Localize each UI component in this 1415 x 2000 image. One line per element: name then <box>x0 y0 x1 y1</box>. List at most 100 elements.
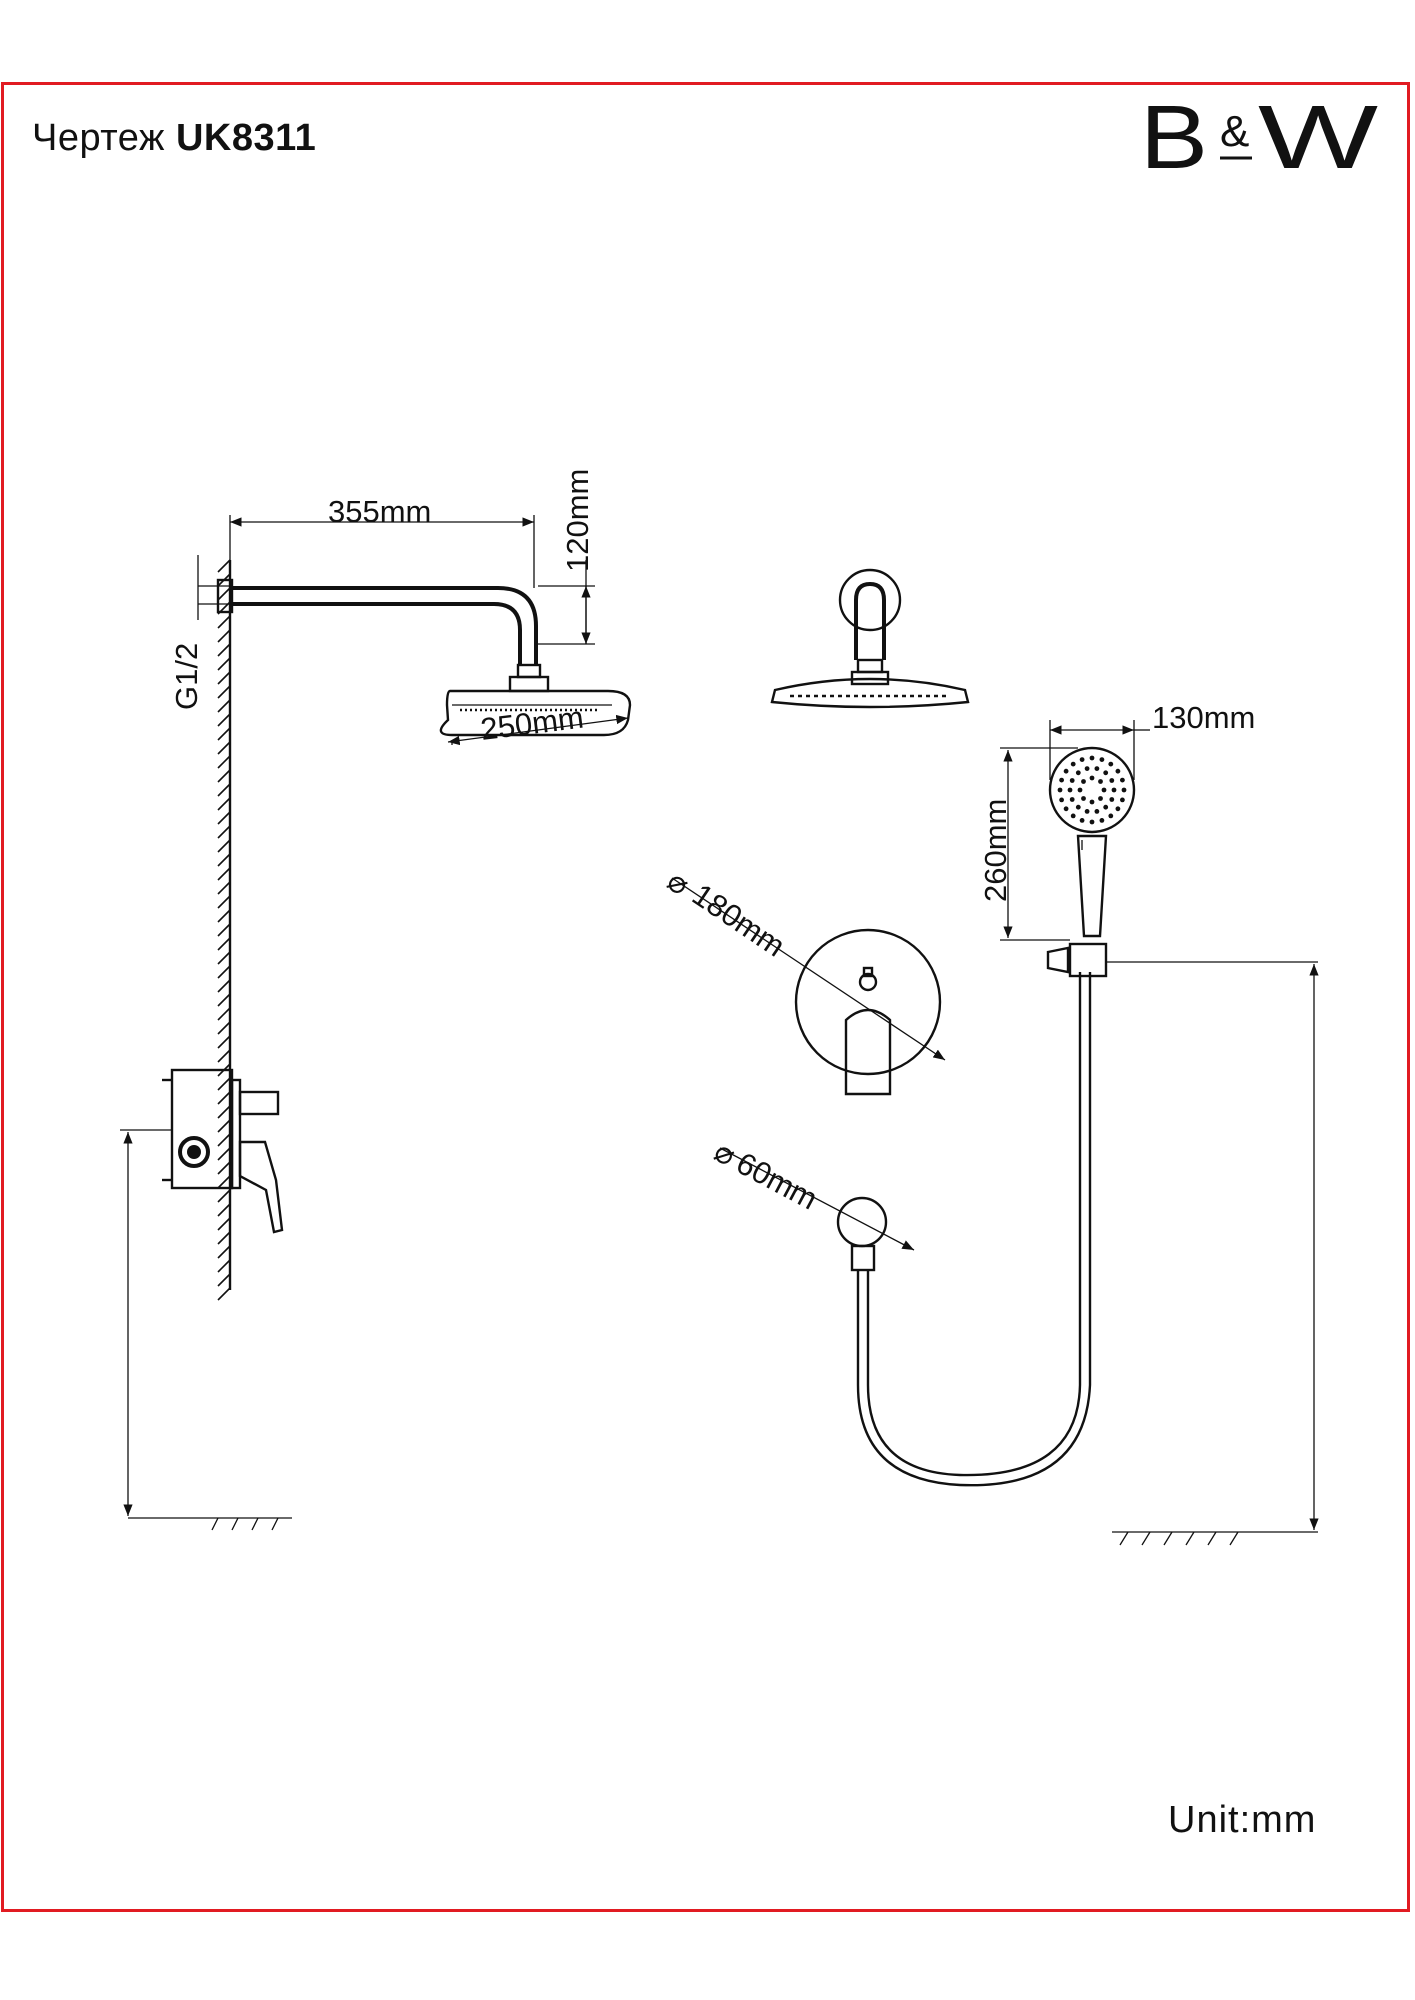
hatch-line <box>217 979 231 993</box>
spray-nozzle <box>1059 777 1064 783</box>
spray-nozzle <box>1063 806 1069 812</box>
hatch-line <box>217 1287 231 1301</box>
hatch-line <box>217 615 231 629</box>
hatch-line <box>217 1119 231 1133</box>
spray-nozzle <box>1075 804 1081 810</box>
hatch-line <box>217 783 231 797</box>
drawing-frame <box>1 82 1410 1912</box>
spray-nozzle <box>1079 818 1085 823</box>
drawing-title: Чертеж UK8311 <box>32 117 316 160</box>
mixer-plate <box>794 928 942 1096</box>
spray-nozzle <box>1075 770 1081 776</box>
hatch-line <box>217 923 231 937</box>
spray-nozzle <box>1089 775 1095 781</box>
hatch-line <box>217 895 231 909</box>
spray-nozzle <box>1098 779 1103 784</box>
hatch-line <box>217 629 231 643</box>
spray-nozzle <box>1063 768 1069 774</box>
hatch-line <box>217 769 231 783</box>
spray-nozzle <box>1108 813 1114 819</box>
dim-hand-length: 260mm <box>978 799 1013 902</box>
spray-nozzle <box>1115 806 1121 812</box>
model-number: UK8311 <box>175 117 317 159</box>
dim-head-diameter: 250mm <box>479 700 586 747</box>
spray-nozzle <box>1067 787 1073 793</box>
hatch-line <box>217 825 231 839</box>
spray-nozzle <box>1109 778 1115 783</box>
hatch-line <box>217 1021 231 1035</box>
spray-nozzle <box>1103 804 1109 810</box>
spray-nozzle <box>1081 779 1086 784</box>
spray-nozzle <box>1057 787 1063 793</box>
hatch-line <box>217 1175 231 1189</box>
hatch-line <box>217 1049 231 1063</box>
dim-outlet-diameter: 60mm <box>731 1145 823 1216</box>
spray-nozzle <box>1103 770 1109 776</box>
spray-nozzle <box>1081 796 1086 801</box>
hatch-line <box>217 839 231 853</box>
hatch-line <box>217 1217 231 1231</box>
hatch-line <box>217 699 231 713</box>
hatch-line <box>217 727 231 741</box>
dim-thread: G1/2 <box>169 643 204 710</box>
spray-nozzle <box>1098 796 1103 801</box>
hatch-line <box>217 559 231 573</box>
spray-nozzle <box>1089 819 1095 825</box>
hatch-line <box>217 811 231 825</box>
spray-nozzle <box>1108 761 1114 767</box>
hatch-line <box>217 587 231 601</box>
hatch-line <box>217 643 231 657</box>
hatch-line <box>217 1245 231 1259</box>
dim-diameter-symbol-1: ⌀ <box>661 863 696 902</box>
hatch-line <box>217 1035 231 1049</box>
hatch-line <box>217 1091 231 1105</box>
hatch-line <box>217 1147 231 1161</box>
wall-outlet <box>836 1196 888 1272</box>
concealed-mixer-side <box>162 1068 284 1234</box>
spray-nozzle <box>1099 818 1105 823</box>
hatch-line <box>217 867 231 881</box>
hatch-line <box>217 1231 231 1245</box>
spray-nozzle <box>1070 761 1076 767</box>
hatch-line <box>217 1203 231 1217</box>
hatch-line <box>217 1077 231 1091</box>
spray-nozzle <box>1089 755 1095 761</box>
hatch-line <box>217 671 231 685</box>
hatch-line <box>217 657 231 671</box>
spray-nozzle <box>1079 757 1085 762</box>
hatch-line <box>217 685 231 699</box>
spray-nozzle <box>1094 809 1100 814</box>
spray-nozzle <box>1089 799 1095 805</box>
spray-nozzle <box>1069 778 1075 783</box>
spray-nozzle <box>1101 787 1107 793</box>
spray-nozzle <box>1120 797 1125 803</box>
spray-nozzle <box>1121 787 1127 793</box>
spray-nozzle <box>1084 809 1090 814</box>
wall-flange <box>216 578 234 614</box>
side-view: 355mm 120mm G1/2 250mm <box>120 469 632 1531</box>
hatch-line <box>217 1007 231 1021</box>
hand-shower <box>1046 746 1136 978</box>
shower-hose <box>856 972 1092 1487</box>
front-view: 130mm 260mm ⌀ 180mm ⌀ 60mm <box>661 568 1319 1546</box>
dim-arm-length: 355mm <box>328 494 431 529</box>
spray-nozzle <box>1069 797 1075 802</box>
rain-head-front <box>770 677 970 709</box>
unit-note: Unit:mm <box>1168 1799 1317 1841</box>
hatch-line <box>217 741 231 755</box>
hatch-line <box>217 1189 231 1203</box>
spray-nozzle <box>1084 766 1090 771</box>
hatch-line <box>217 797 231 811</box>
wall-hatching <box>217 559 231 1301</box>
shower-arm <box>232 586 538 665</box>
brand-logo: B & W <box>1140 96 1378 176</box>
dim-arm-drop: 120mm <box>560 469 595 572</box>
hatch-line <box>217 713 231 727</box>
spray-nozzle <box>1099 757 1105 762</box>
hatch-line <box>217 965 231 979</box>
spray-nozzle <box>1070 813 1076 819</box>
hatch-line <box>217 993 231 1007</box>
hatch-line <box>217 937 231 951</box>
spray-nozzle <box>1111 787 1117 793</box>
